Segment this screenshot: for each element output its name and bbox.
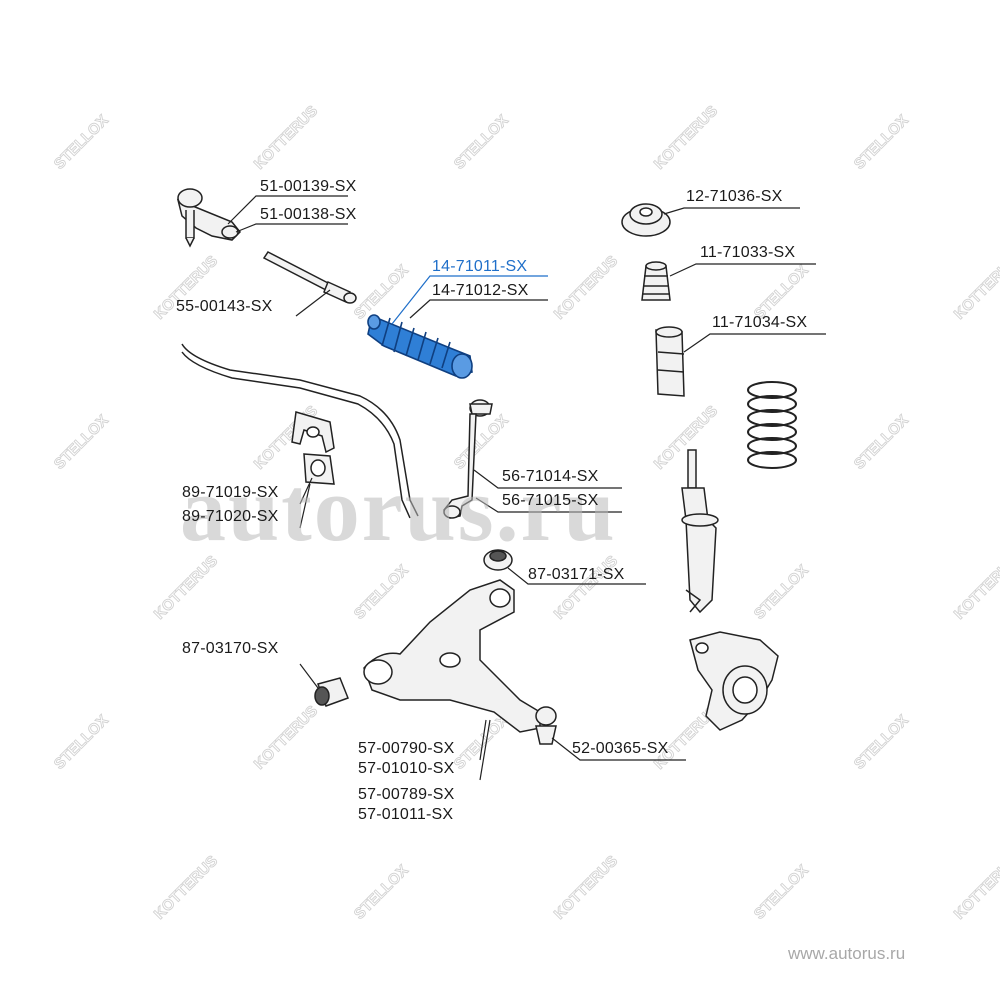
watermark-brand-text: KOTTERUS [551,852,621,922]
watermark-brand-text: STELLOX [351,262,412,323]
stabilizer-bar-part[interactable] [181,343,419,519]
stabilizer-bushing-bracket[interactable] [291,411,335,454]
steering-knuckle-part[interactable] [689,631,779,731]
coil-spring-part[interactable] [747,381,797,469]
watermark-brand-text: KOTTERUS [151,252,221,322]
steering-boot-part[interactable] [367,314,473,379]
watermark-brand-text: STELLOX [351,862,412,923]
watermark-brand-text: KOTTERUS [551,252,621,322]
watermark-brand-text: STELLOX [851,112,912,173]
watermark-brand-text: KOTTERUS [951,852,1000,922]
watermark-brand-text: STELLOX [51,112,112,173]
strut-mount-part[interactable] [621,203,671,237]
watermark-brand-text: KOTTERUS [951,552,1000,622]
watermark-brand-text: KOTTERUS [551,552,621,622]
watermark-brand-text: KOTTERUS [651,402,721,472]
watermark-brand-text: STELLOX [451,412,512,473]
arm-bushing-front-part[interactable] [314,677,349,707]
watermark-brand-text: STELLOX [851,712,912,773]
shock-absorber-part[interactable] [681,449,719,614]
watermark-brand-text: STELLOX [351,562,412,623]
watermark-brand-text: KOTTERUS [951,252,1000,322]
ball-joint-part[interactable] [535,706,557,745]
control-arm-part[interactable] [363,579,541,733]
watermark-brand-text: STELLOX [51,712,112,773]
watermark-brand-text: STELLOX [51,412,112,473]
arm-bushing-rear-part[interactable] [483,549,513,571]
watermark-brand-text: KOTTERUS [251,102,321,172]
watermark-brand-text: STELLOX [751,562,812,623]
dust-boot-part[interactable] [655,326,685,397]
watermark-brand-text: STELLOX [751,862,812,923]
watermark-brand-text: STELLOX [451,712,512,773]
watermark-brand-text: KOTTERUS [651,102,721,172]
leader-lines [227,195,826,781]
bump-stop-part[interactable] [641,261,671,301]
stabilizer-link-part[interactable] [443,399,493,519]
axial-rod-part[interactable] [262,251,357,304]
watermark-brand-text: KOTTERUS [251,702,321,772]
tie-rod-end-part[interactable] [176,188,242,248]
watermark-brand-text: STELLOX [851,412,912,473]
stabilizer-bushing-part[interactable] [303,453,335,485]
watermark-brand-text: STELLOX [451,112,512,173]
watermark-brand-text: KOTTERUS [151,552,221,622]
watermark-brand-text: STELLOX [751,262,812,323]
watermark-brand-text: KOTTERUS [151,852,221,922]
